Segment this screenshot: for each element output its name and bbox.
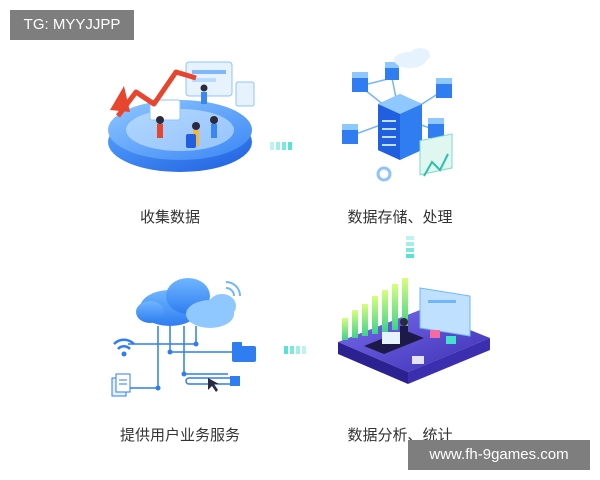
document-icon <box>111 373 131 397</box>
analytics-dashboard-icon <box>338 278 490 384</box>
watermark-bottom-right: www.fh-9games.com <box>408 440 590 470</box>
step-label-collect-data: 收集数据 <box>139 208 200 226</box>
folder-icon <box>232 342 256 362</box>
data-collection-icon <box>108 61 255 172</box>
wifi-icon <box>113 338 135 350</box>
flow-arrow-down <box>406 236 414 258</box>
watermark-top-left: TG: MYYJJPP <box>10 10 134 40</box>
step-label-user-service: 提供用户业务服务 <box>119 426 240 444</box>
flow-arrow-left <box>284 346 306 354</box>
step-label-store-process: 数据存储、处理 <box>347 208 453 226</box>
step-label-analyze-stats: 数据分析、统计 <box>347 426 453 444</box>
flow-arrow-right <box>270 142 292 150</box>
cloud-service-icon <box>111 278 256 397</box>
server-network-icon <box>342 48 453 182</box>
